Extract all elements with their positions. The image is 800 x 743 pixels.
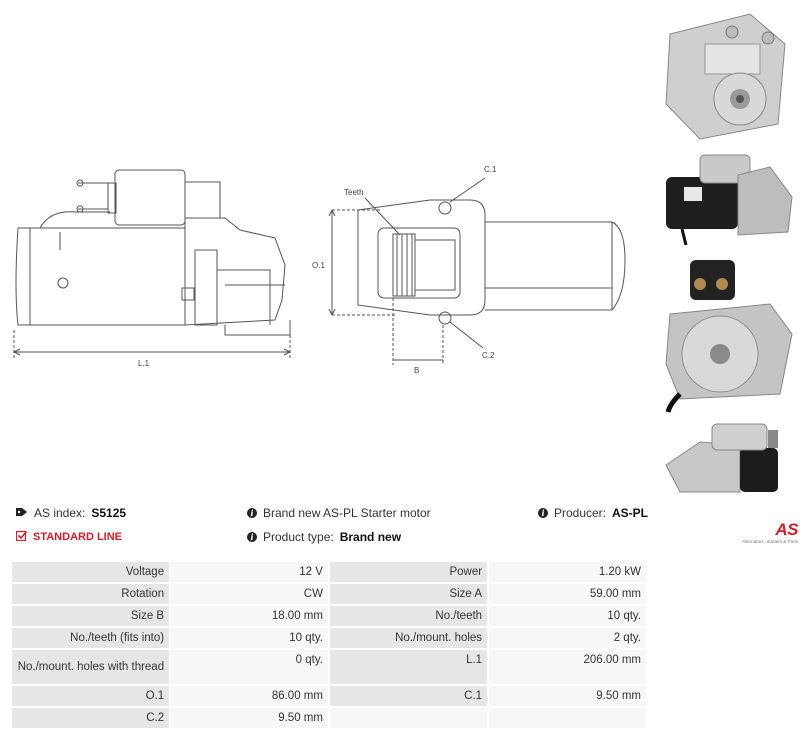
spec-value: 86.00 mm bbox=[171, 686, 328, 706]
spec-value: 12 V bbox=[171, 562, 328, 582]
table-row: O.1 86.00 mm C.1 9.50 mm bbox=[12, 686, 646, 706]
standard-line-label: STANDARD LINE bbox=[33, 531, 123, 543]
spec-label: No./teeth (fits into) bbox=[12, 628, 170, 648]
spec-value: CW bbox=[171, 584, 328, 604]
checkbox-icon bbox=[15, 530, 28, 544]
info-icon: i bbox=[537, 508, 548, 518]
description-text: Brand new AS-PL Starter motor bbox=[263, 506, 431, 520]
dim-b-label: B bbox=[414, 366, 419, 375]
starter-motor-drawing: L.1 O.1 B C.1 C.2 Teeth bbox=[13, 165, 626, 375]
spec-label: C.1 bbox=[329, 686, 488, 706]
producer-label: Producer: bbox=[553, 506, 606, 520]
product-photo-rear[interactable] bbox=[660, 254, 796, 414]
spec-value: 9.50 mm bbox=[489, 686, 646, 706]
standard-line: STANDARD LINE bbox=[15, 530, 123, 544]
spec-value: 10 qty. bbox=[171, 628, 328, 648]
spec-label: C.2 bbox=[12, 708, 170, 728]
spec-value: 0 qty. bbox=[171, 650, 328, 684]
product-photo-side[interactable] bbox=[660, 147, 796, 247]
table-row: No./mount. holes with thread 0 qty. L.1 … bbox=[12, 650, 646, 684]
spec-label: Size A bbox=[329, 584, 488, 604]
spec-value: 18.00 mm bbox=[171, 606, 328, 626]
product-type-value: Brand new bbox=[339, 530, 402, 544]
info-icon: i bbox=[247, 532, 257, 542]
as-index-value: S5125 bbox=[91, 506, 127, 520]
logo-mark: AS bbox=[775, 520, 798, 539]
producer-value: AS-PL bbox=[612, 506, 648, 520]
spec-label: No./mount. holes bbox=[329, 628, 488, 648]
spec-label: Power bbox=[329, 562, 488, 582]
spec-label: O.1 bbox=[12, 686, 170, 706]
product-description: i Brand new AS-PL Starter motor bbox=[247, 506, 431, 520]
producer: i Producer: AS-PL bbox=[537, 506, 648, 520]
spec-value: 1.20 kW bbox=[489, 562, 646, 582]
product-photo-top[interactable] bbox=[660, 420, 796, 500]
teeth-label: Teeth bbox=[344, 188, 364, 197]
spec-value: 9.50 mm bbox=[171, 708, 328, 728]
product-photo-front[interactable] bbox=[660, 4, 796, 142]
spec-value: 206.00 mm bbox=[489, 650, 646, 684]
tag-icon bbox=[16, 506, 28, 520]
technical-drawing: L.1 O.1 B C.1 C.2 Teeth bbox=[13, 165, 626, 375]
spec-value: 10 qty. bbox=[489, 606, 646, 626]
c2-label: C.2 bbox=[482, 351, 495, 360]
product-type-label: Product type: bbox=[263, 530, 334, 544]
table-row: No./teeth (fits into) 10 qty. No./mount.… bbox=[12, 628, 646, 648]
spec-value: 2 qty. bbox=[489, 628, 646, 648]
dim-l1-label: L.1 bbox=[138, 359, 150, 368]
spec-value: 59.00 mm bbox=[489, 584, 646, 604]
c1-label: C.1 bbox=[484, 165, 497, 174]
spec-label: No./teeth bbox=[329, 606, 488, 626]
product-type: i Product type: Brand new bbox=[247, 530, 401, 544]
logo-tagline: Alternators, Starters & Parts bbox=[741, 539, 798, 544]
table-row: Voltage 12 V Power 1.20 kW bbox=[12, 562, 646, 582]
spec-label: No./mount. holes with thread bbox=[12, 650, 170, 684]
product-photo-gallery bbox=[656, 4, 800, 500]
spec-label: Voltage bbox=[12, 562, 170, 582]
spec-value-empty bbox=[489, 708, 646, 728]
spec-label: Rotation bbox=[12, 584, 170, 604]
spec-label: L.1 bbox=[329, 650, 488, 684]
as-index: AS index: S5125 bbox=[16, 506, 126, 520]
spec-table: Voltage 12 V Power 1.20 kW Rotation CW S… bbox=[10, 560, 648, 730]
spec-label: Size B bbox=[12, 606, 170, 626]
table-row: Rotation CW Size A 59.00 mm bbox=[12, 584, 646, 604]
info-icon: i bbox=[247, 508, 257, 518]
product-info: AS index: S5125 STANDARD LINE i Brand ne… bbox=[10, 503, 650, 555]
table-row: Size B 18.00 mm No./teeth 10 qty. bbox=[12, 606, 646, 626]
dim-o1-label: O.1 bbox=[312, 261, 325, 270]
table-row: C.2 9.50 mm bbox=[12, 708, 646, 728]
spec-label-empty bbox=[329, 708, 488, 728]
as-pl-logo: AS Alternators, Starters & Parts bbox=[732, 520, 799, 544]
as-index-label: AS index: bbox=[34, 506, 86, 520]
